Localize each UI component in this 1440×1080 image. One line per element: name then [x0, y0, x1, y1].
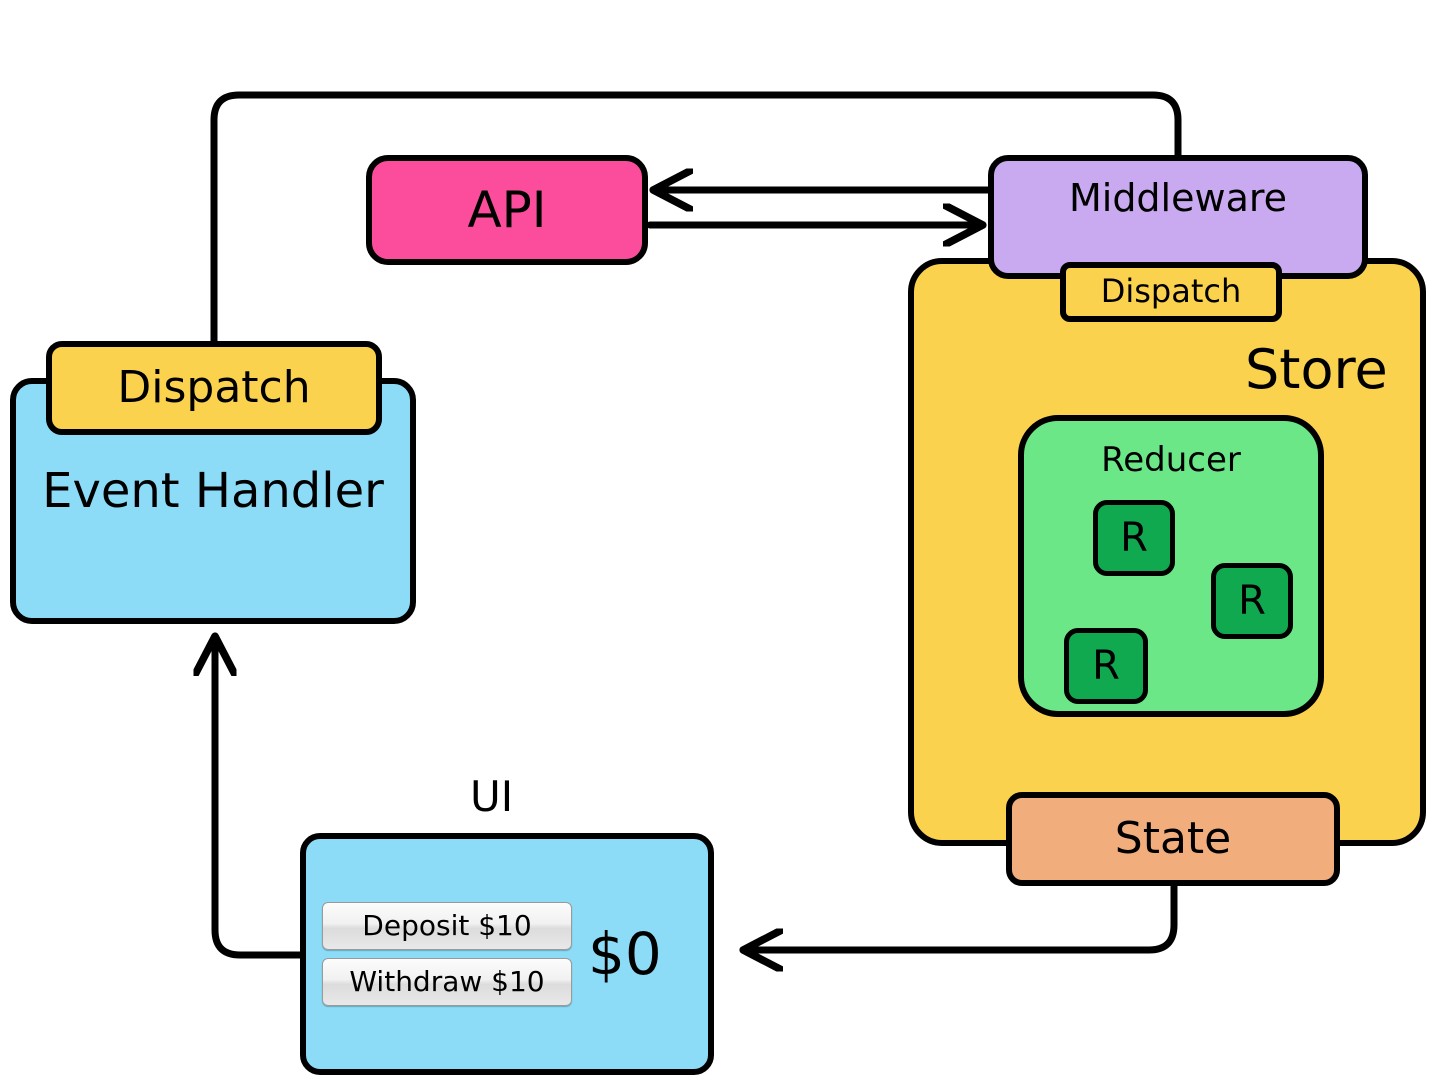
reducer-chip-1[interactable]: R [1093, 500, 1175, 576]
ui-content: Deposit $10 Withdraw $10 $0 [306, 839, 708, 1069]
ui-node: Deposit $10 Withdraw $10 $0 [300, 833, 714, 1075]
dispatch-store-node[interactable]: Dispatch [1060, 262, 1282, 322]
edge-ui-to-event-handler [215, 638, 304, 959]
reducer-chip-3[interactable]: R [1064, 628, 1148, 704]
state-node[interactable]: State [1006, 792, 1340, 886]
ui-label: UI [470, 772, 514, 821]
api-node[interactable]: API [366, 155, 648, 265]
store-label: Store [1245, 338, 1388, 401]
middleware-node[interactable]: Middleware [988, 155, 1368, 279]
edge-state-to-ui [745, 882, 1178, 950]
dispatch-left-node[interactable]: Dispatch [46, 341, 382, 435]
ui-button-group: Deposit $10 Withdraw $10 [322, 902, 572, 1006]
reducer-chip-2[interactable]: R [1211, 563, 1293, 639]
deposit-button[interactable]: Deposit $10 [322, 902, 572, 950]
withdraw-button[interactable]: Withdraw $10 [322, 958, 572, 1006]
balance-amount: $0 [588, 919, 662, 988]
